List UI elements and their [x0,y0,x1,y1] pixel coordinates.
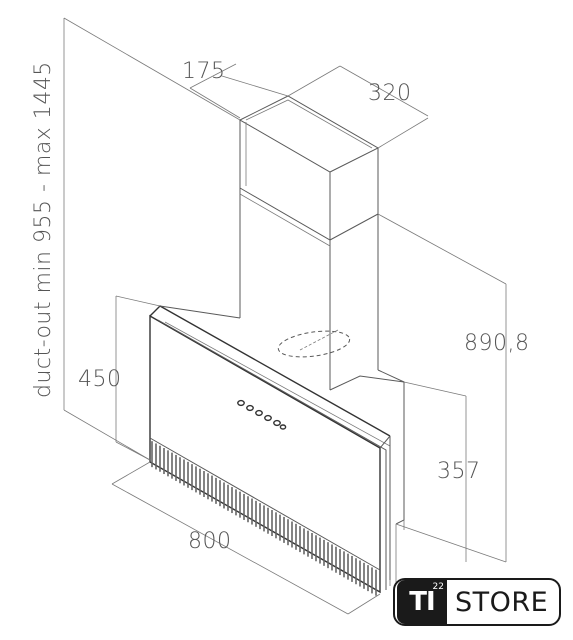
label-depth-top: 175 [182,59,226,84]
label-duct-out: duct-out min 955 - max 1445 [31,61,56,398]
ti-store-logo: TI 22 STORE [393,578,561,626]
logo-superscript: 22 [432,582,444,592]
label-width-top: 320 [368,81,412,106]
label-height-total: 890,8 [464,331,529,356]
label-height-lower: 357 [437,459,481,484]
label-width-bottom: 800 [188,529,232,554]
control-buttons [237,399,287,430]
ti-logo-mark: TI 22 [397,580,447,624]
chimney [238,95,380,390]
dimension-lines [63,17,507,615]
label-height-panel: 450 [78,367,122,392]
hood-body [149,305,405,596]
duct-outlet-ellipse [277,329,351,358]
logo-word: STORE [455,586,549,618]
grille [151,441,377,596]
logo-mark-text: TI [409,587,435,617]
